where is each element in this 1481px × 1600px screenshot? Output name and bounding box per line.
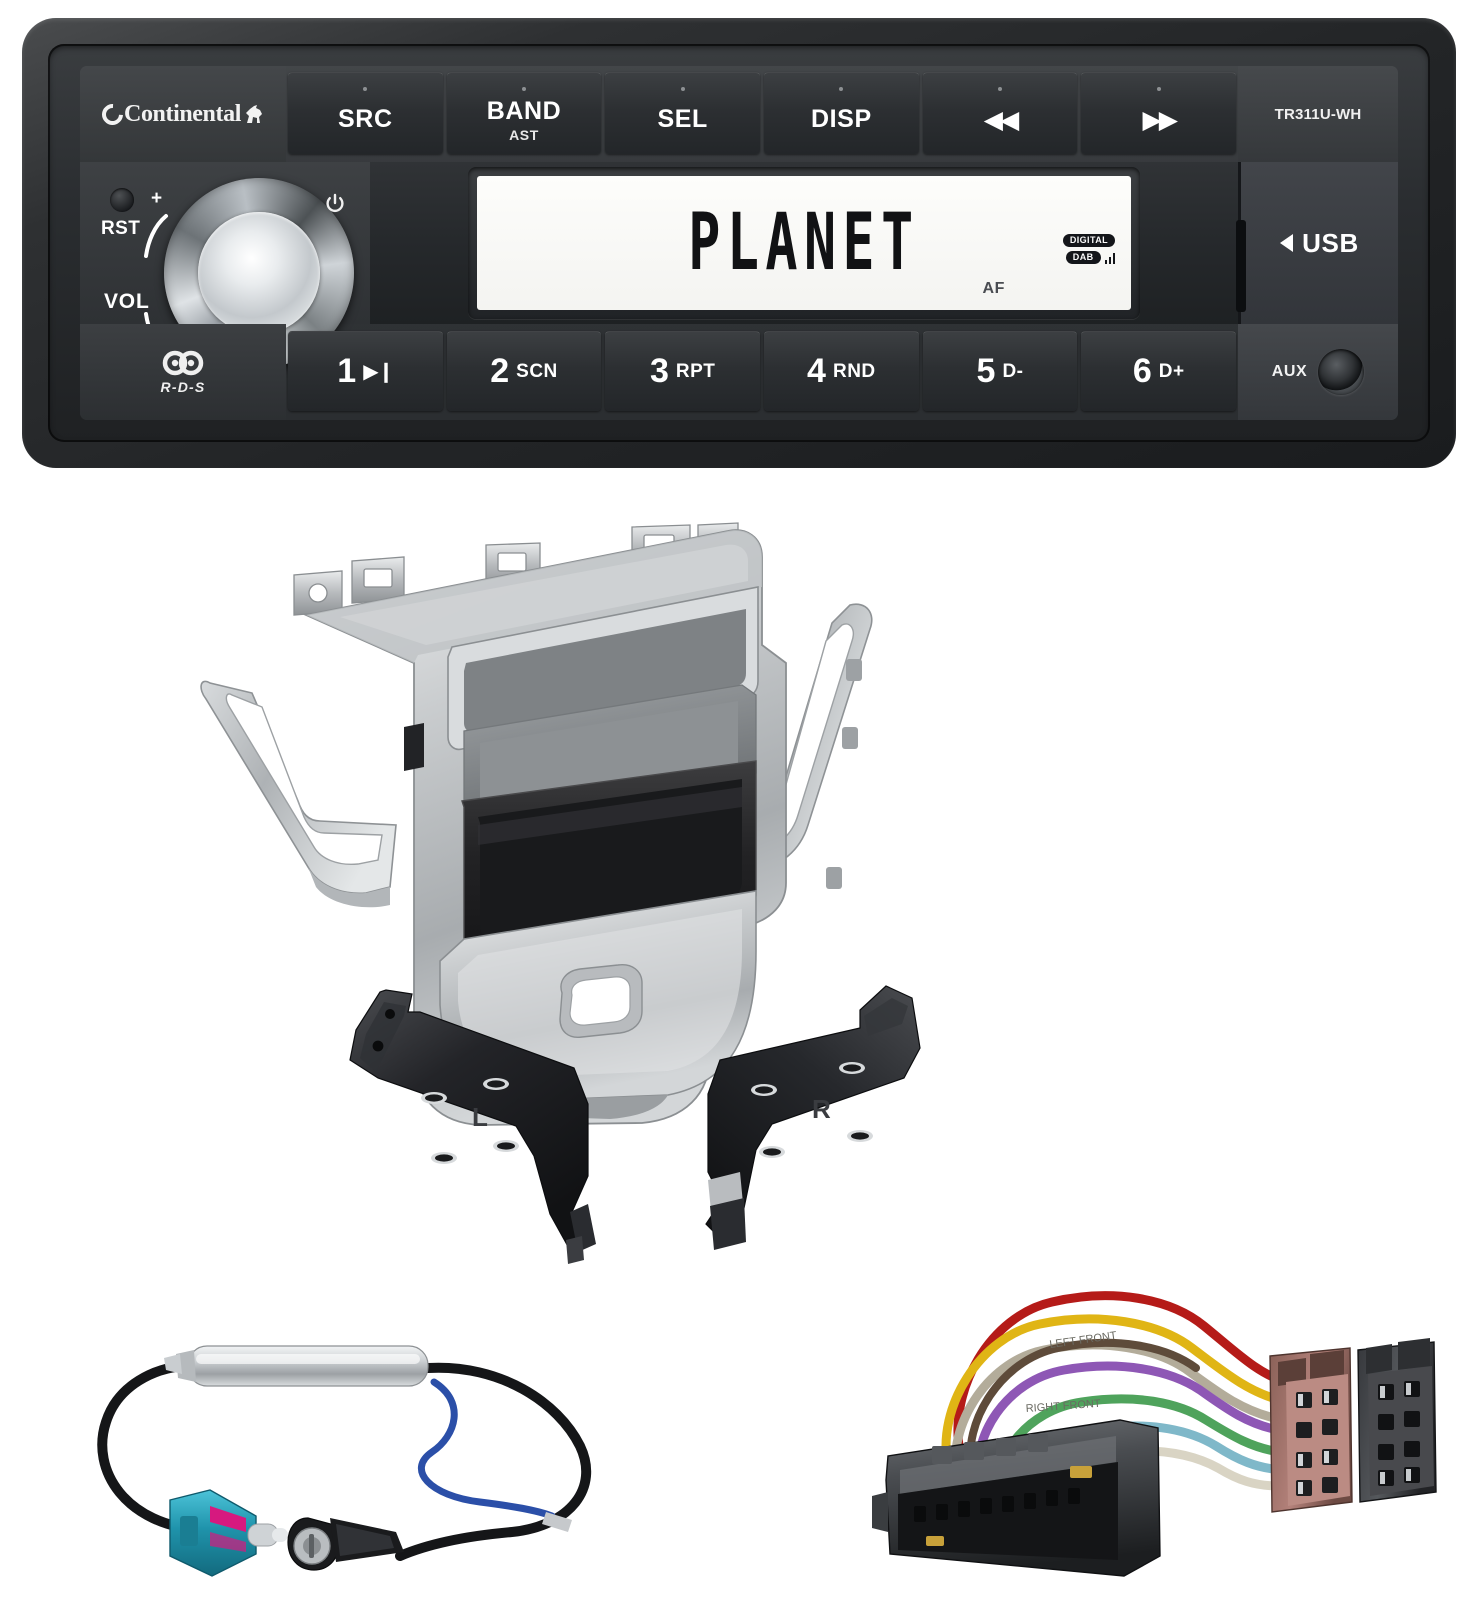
fast-forward-icon: ▶▶ [1142, 105, 1177, 134]
preset-5-button[interactable]: 5 D- [922, 331, 1078, 411]
af-indicator: AF [982, 280, 1005, 297]
folder-up-label: D+ [1158, 360, 1185, 382]
band-button-label: BAND [486, 96, 562, 125]
reset-button[interactable] [110, 188, 134, 212]
antenna-phantom-amplifier [164, 1345, 429, 1387]
preset-4-button[interactable]: 4 RND [764, 331, 919, 411]
signal-strength-icon [1104, 253, 1115, 264]
brand-logo-cell: Continental [80, 66, 286, 162]
mounting-brackets: L R [320, 950, 960, 1280]
preset-3-button[interactable]: 3 RPT [605, 331, 761, 411]
lcd-status-badges: DIGITAL DAB [1062, 234, 1115, 264]
preset-3-number: 3 [649, 352, 669, 390]
lcd-station-text: PLANET [688, 196, 920, 288]
button-led-icon [680, 87, 685, 91]
rewind-button[interactable]: ◀◀ [922, 72, 1078, 154]
usb-port[interactable]: USB [1236, 162, 1398, 324]
source-button[interactable]: SRC [288, 72, 443, 154]
volume-plus-label: + [151, 188, 163, 209]
rds-indicator: R-D-S [80, 324, 286, 420]
fascia-side-clip [404, 723, 424, 771]
brand-name: Continental [124, 100, 241, 127]
usb-slot-opening [1236, 220, 1246, 312]
rds-label: R-D-S [160, 378, 206, 395]
band-button[interactable]: BAND AST [446, 72, 602, 154]
middle-row: RST + VOL – [80, 162, 1398, 379]
usb-label: USB [1302, 227, 1359, 258]
button-led-icon [1156, 87, 1161, 91]
rewind-icon: ◀◀ [983, 105, 1019, 134]
bracket-left-mark: L [472, 1102, 488, 1132]
din-antenna-plug [287, 1517, 404, 1571]
iso-speaker-connector [1357, 1338, 1437, 1503]
play-pause-icon: ▶❙ [363, 361, 394, 383]
usb-arrow-icon [1280, 234, 1294, 252]
preset-1-number: 1 [337, 352, 357, 390]
power-icon [326, 193, 344, 213]
preset-5-number: 5 [976, 352, 996, 390]
preset-4-number: 4 [807, 352, 826, 390]
repeat-label: RPT [675, 360, 716, 382]
preset-1-button[interactable]: 1 ▶❙ [288, 331, 443, 411]
rds-logo-icon [161, 350, 205, 378]
folder-down-label: D- [1002, 360, 1024, 382]
dab-badge: DAB [1065, 251, 1101, 264]
reset-label: RST [101, 218, 141, 239]
fakra-connector [169, 1489, 288, 1577]
button-led-icon [839, 87, 844, 91]
iso-wiring-harness: LEFT FRONT RIGHT FRONT [840, 1270, 1450, 1600]
model-number: TR311U-WH [1238, 66, 1398, 162]
fast-forward-button[interactable]: ▶▶ [1081, 72, 1237, 154]
display-button[interactable]: DISP [764, 72, 919, 154]
volume-up-arc-icon [144, 214, 168, 258]
antenna-adapter-cable [60, 1320, 680, 1590]
lcd-frame: PLANET DIGITAL DAB AF [468, 167, 1140, 319]
continental-c-icon [97, 99, 128, 129]
band-button-sublabel: AST [509, 126, 539, 143]
preset-6-button[interactable]: 6 D+ [1081, 331, 1237, 411]
button-led-icon [998, 87, 1003, 91]
preset-2-button[interactable]: 2 SCN [446, 331, 602, 411]
bracket-right-mark: R [812, 1094, 831, 1124]
fascia-left-wing [200, 680, 397, 908]
fascia-kit [190, 495, 950, 1315]
antenna-blue-wire [417, 1378, 556, 1520]
car-radio-unit: Continental SRC BAND AST SEL [22, 18, 1456, 468]
select-button-label: SEL [657, 105, 708, 133]
preset-6-number: 6 [1132, 352, 1152, 390]
antenna-output-cable [395, 1362, 592, 1561]
top-button-row: Continental SRC BAND AST SEL [80, 66, 1398, 162]
scan-label: SCN [516, 360, 558, 382]
button-led-icon [522, 87, 526, 91]
bracket-right: R [705, 985, 921, 1250]
source-button-label: SRC [338, 105, 393, 133]
button-led-icon [363, 87, 368, 91]
wire-marking-right-front: RIGHT FRONT [1025, 1398, 1101, 1415]
lcd-screen: PLANET DIGITAL DAB AF [477, 176, 1131, 310]
dab-badge-row: DAB [1065, 251, 1115, 264]
display-button-label: DISP [810, 105, 872, 133]
bracket-left: L [349, 989, 596, 1264]
aux-jack-icon [1318, 349, 1365, 395]
iso-power-connector [1269, 1347, 1353, 1513]
select-button[interactable]: SEL [605, 72, 761, 154]
radio-faceplate: Continental SRC BAND AST SEL [80, 66, 1398, 420]
aux-label: AUX [1271, 363, 1308, 380]
continental-logo: Continental [97, 99, 264, 129]
volume-knob-cell: RST + VOL – [80, 162, 370, 379]
antenna-black-cable [97, 1361, 208, 1535]
digital-badge: DIGITAL [1062, 234, 1115, 247]
continental-horse-icon [245, 104, 262, 123]
preset-2-number: 2 [490, 352, 510, 390]
fascia-main-body [303, 529, 787, 1126]
blue-wire-spade-terminal [542, 1512, 572, 1532]
vehicle-side-connector [872, 1419, 1161, 1577]
lcd-display-cell: PLANET DIGITAL DAB AF [370, 162, 1238, 324]
aux-input[interactable]: AUX [1238, 324, 1398, 420]
volume-label: VOL [104, 290, 150, 313]
random-label: RND [832, 360, 876, 382]
preset-button-row: R-D-S 1 ▶❙ 2 SCN 3 RPT 4 RND 5 D- [80, 324, 1398, 420]
